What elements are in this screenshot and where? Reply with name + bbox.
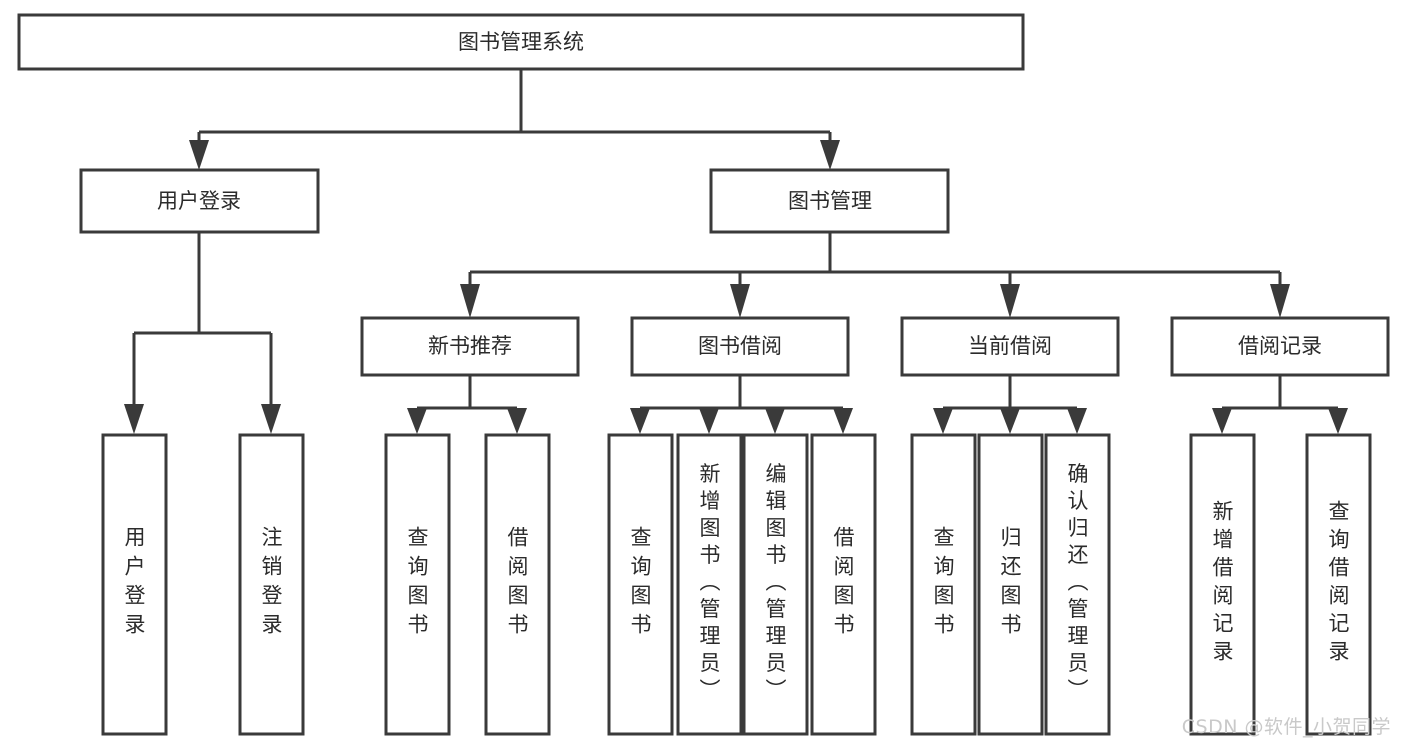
- leaf-logout[interactable]: 注销登录: [238, 433, 305, 736]
- leaf-c-return-label: 归还图书: [998, 526, 1022, 642]
- leaf-c-return-box[interactable]: [977, 433, 1044, 736]
- node-current-box[interactable]: [900, 316, 1120, 377]
- arrowhead-book-mgmt-child-2: [730, 284, 750, 318]
- leaf-r-query-box[interactable]: [1305, 433, 1372, 736]
- connector-group-records: [1212, 375, 1348, 434]
- node-root[interactable]: 图书管理系统: [17, 13, 1025, 71]
- node-borrow-box[interactable]: [630, 316, 850, 377]
- node-root-label: 图书管理系统: [458, 30, 584, 54]
- node-borrow[interactable]: 图书借阅: [630, 316, 850, 377]
- node-records-box[interactable]: [1170, 316, 1390, 377]
- arrowhead-current-leaf-2: [1000, 408, 1020, 434]
- node-book-mgmt-label: 图书管理: [788, 189, 872, 213]
- arrowhead-root-to-user-login: [189, 140, 209, 170]
- leaf-nr-query[interactable]: 查询图书: [384, 433, 451, 736]
- node-current[interactable]: 当前借阅: [900, 316, 1120, 377]
- arrowhead-book-mgmt-child-4: [1270, 284, 1290, 318]
- leaf-b-edit-box[interactable]: [742, 433, 809, 736]
- arrowhead-borrow-leaf-2: [699, 408, 719, 434]
- leaf-c-query[interactable]: 查询图书: [910, 433, 977, 736]
- arrowhead-current-leaf-1: [933, 408, 953, 434]
- arrowhead-records-leaf-2: [1328, 408, 1348, 434]
- arrowhead-borrow-leaf-3: [765, 408, 785, 434]
- connector-group-current: [933, 375, 1087, 434]
- leaf-r-query-label: 查询借阅记录: [1326, 500, 1350, 668]
- node-new-rec-box[interactable]: [360, 316, 580, 377]
- connector-group-book-mgmt: [460, 232, 1290, 318]
- node-records[interactable]: 借阅记录: [1170, 316, 1390, 377]
- arrowhead-user-login-leaf-2: [261, 404, 281, 434]
- arrowhead-new-rec-leaf-1: [407, 408, 427, 434]
- leaf-c-confirm[interactable]: 确认归还（管理员）: [1044, 433, 1111, 736]
- node-new-rec-label: 新书推荐: [428, 334, 512, 358]
- watermark-text: CSDN @软件_小贺同学: [1181, 716, 1391, 738]
- node-book-mgmt[interactable]: 图书管理: [709, 168, 950, 234]
- node-current-label: 当前借阅: [968, 334, 1052, 358]
- leaf-user-login-label: 用户登录: [122, 526, 146, 642]
- leaf-nr-borrow[interactable]: 借阅图书: [484, 433, 551, 736]
- connector-group-new-rec: [407, 375, 527, 434]
- connector-group-root: [189, 70, 840, 170]
- arrowhead-user-login-leaf-1: [124, 404, 144, 434]
- leaf-nr-borrow-label: 借阅图书: [505, 526, 529, 642]
- leaf-c-confirm-box[interactable]: [1044, 433, 1111, 736]
- leaf-nr-borrow-box[interactable]: [484, 433, 551, 736]
- leaf-c-return[interactable]: 归还图书: [977, 433, 1044, 736]
- connector-group-borrow: [630, 375, 853, 434]
- leaf-b-query[interactable]: 查询图书: [607, 433, 674, 736]
- node-root-box[interactable]: [17, 13, 1025, 71]
- node-records-label: 借阅记录: [1238, 334, 1322, 358]
- arrowhead-current-leaf-3: [1067, 408, 1087, 434]
- connector-group-user-login: [124, 232, 281, 434]
- leaf-b-borrow-box[interactable]: [810, 433, 877, 736]
- leaf-b-add-box[interactable]: [676, 433, 743, 736]
- leaf-b-edit[interactable]: 编辑图书（管理员）: [742, 433, 809, 736]
- leaf-user-login-box[interactable]: [101, 433, 168, 736]
- node-user-login[interactable]: 用户登录: [79, 168, 320, 234]
- node-user-login-box[interactable]: [79, 168, 320, 234]
- node-borrow-label: 图书借阅: [698, 334, 782, 358]
- node-book-mgmt-box[interactable]: [709, 168, 950, 234]
- leaf-c-confirm-label: 确认归还（管理员）: [1065, 463, 1089, 706]
- arrowhead-new-rec-leaf-2: [507, 408, 527, 434]
- leaf-r-add-box[interactable]: [1189, 433, 1256, 736]
- leaf-logout-label: 注销登录: [259, 526, 283, 642]
- leaf-r-add-label: 新增借阅记录: [1210, 500, 1234, 668]
- leaf-nr-query-box[interactable]: [384, 433, 451, 736]
- leaf-nr-query-label: 查询图书: [405, 526, 429, 642]
- leaf-c-query-label: 查询图书: [931, 526, 955, 642]
- leaf-b-query-box[interactable]: [607, 433, 674, 736]
- leaf-b-add-label: 新增图书（管理员）: [697, 463, 721, 706]
- arrowhead-borrow-leaf-1: [630, 408, 650, 434]
- arrowhead-root-to-book-mgmt: [820, 140, 840, 170]
- leaf-r-add[interactable]: 新增借阅记录: [1189, 433, 1256, 736]
- arrowhead-borrow-leaf-4: [833, 408, 853, 434]
- node-new-rec[interactable]: 新书推荐: [360, 316, 580, 377]
- leaf-b-borrow[interactable]: 借阅图书: [810, 433, 877, 736]
- leaf-user-login[interactable]: 用户登录: [101, 433, 168, 736]
- leaf-c-query-box[interactable]: [910, 433, 977, 736]
- arrowhead-records-leaf-1: [1212, 408, 1232, 434]
- node-user-login-label: 用户登录: [157, 189, 241, 213]
- arrowhead-book-mgmt-child-3: [1000, 284, 1020, 318]
- leaf-b-query-label: 查询图书: [628, 526, 652, 642]
- leaf-logout-box[interactable]: [238, 433, 305, 736]
- leaf-b-borrow-label: 借阅图书: [831, 526, 855, 642]
- leaf-b-edit-label: 编辑图书（管理员）: [763, 463, 787, 706]
- leaf-r-query[interactable]: 查询借阅记录: [1305, 433, 1372, 736]
- leaf-b-add[interactable]: 新增图书（管理员）: [676, 433, 743, 736]
- arrowhead-book-mgmt-child-1: [460, 284, 480, 318]
